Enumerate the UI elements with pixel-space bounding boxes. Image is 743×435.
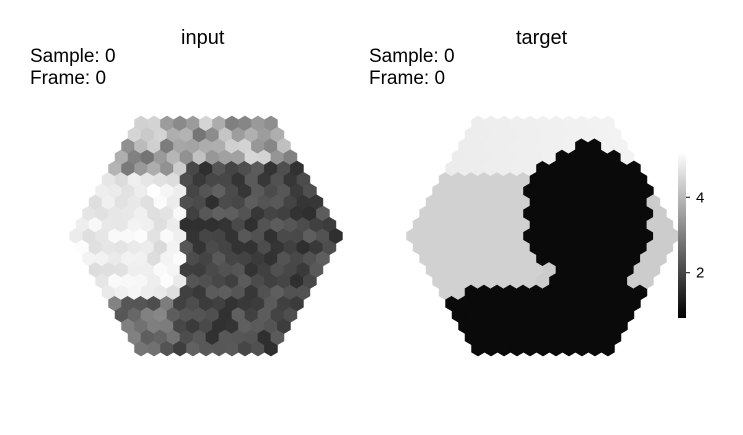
input-panel [69, 115, 343, 357]
input-panel-title: input [181, 27, 225, 49]
target-panel-title: target [516, 27, 568, 49]
colorbar-gradient [678, 152, 686, 318]
input-frame-label: Frame: 0 [30, 68, 107, 89]
colorbar-tick-label: 2 [696, 265, 704, 282]
target-sample-label: Sample: 0 [369, 46, 455, 67]
input-hex-pixel [329, 228, 343, 244]
target-frame-label: Frame: 0 [369, 68, 446, 89]
input-info: Sample: 0 Frame: 0 [30, 46, 116, 90]
target-info: Sample: 0 Frame: 0 [369, 46, 455, 90]
target-panel [406, 115, 680, 357]
colorbar-tick-label: 4 [696, 189, 704, 206]
colorbar: 24 [678, 152, 704, 318]
input-sample-label: Sample: 0 [30, 46, 116, 67]
